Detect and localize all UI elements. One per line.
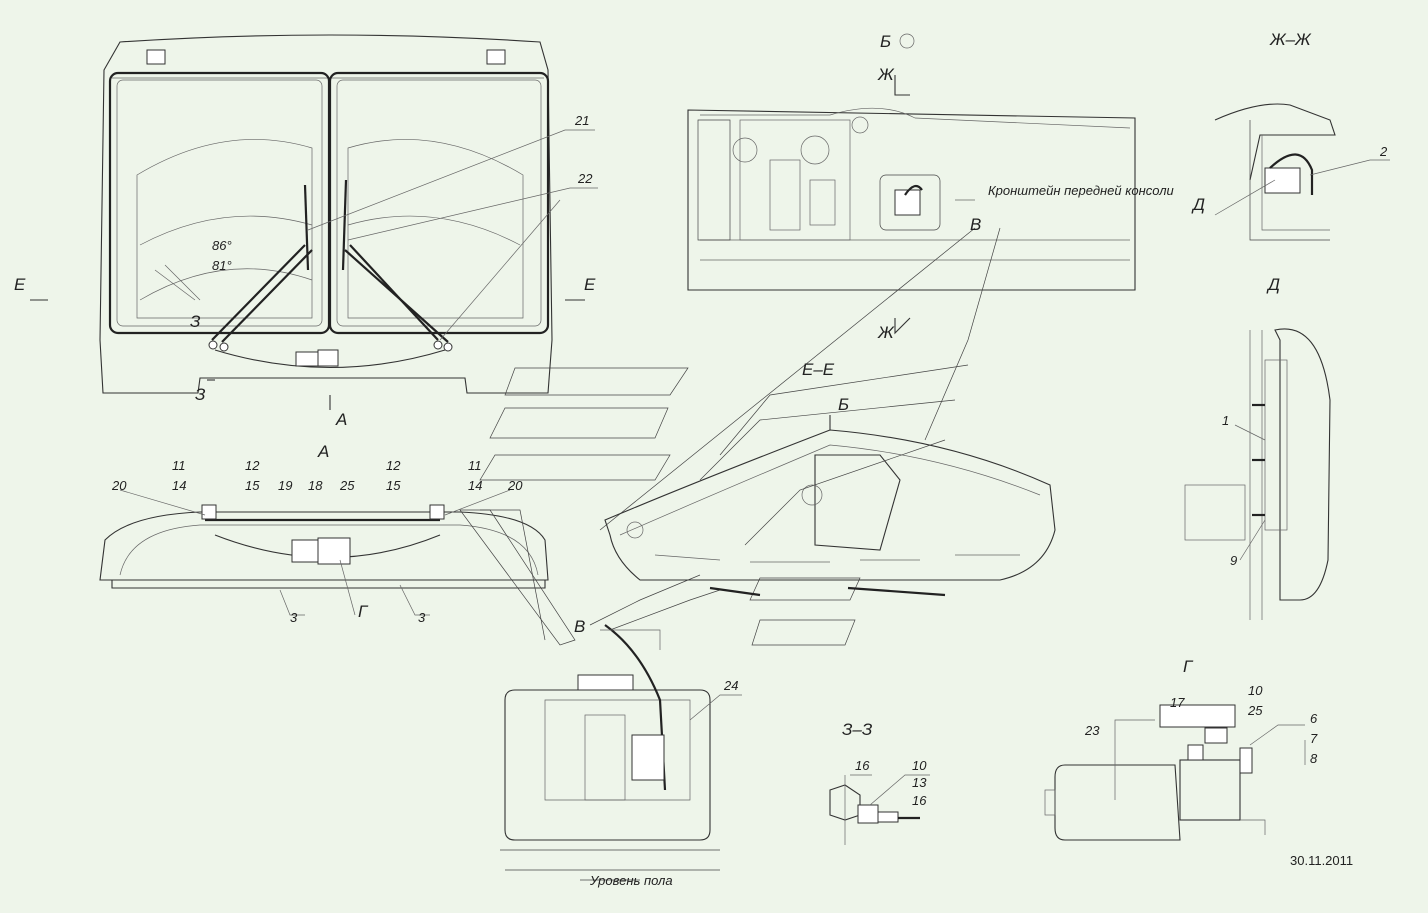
view-a-title: А — [317, 442, 329, 461]
section-zz-title: З–З — [842, 720, 873, 739]
view-v-bottom-label: В — [574, 617, 585, 636]
callout-14-right: 14 — [468, 478, 482, 493]
callout-22: 22 — [577, 171, 593, 186]
section-z-top-label: З — [190, 312, 201, 331]
callout-23: 23 — [1084, 723, 1100, 738]
section-z-bottom-label: З — [195, 385, 206, 404]
callout-21: 21 — [574, 113, 589, 128]
drawing-date: 30.11.2011 — [1290, 853, 1353, 868]
callout-13: 13 — [912, 775, 927, 790]
washer-tank: В 24 Уровень пола — [500, 617, 742, 888]
callout-24: 24 — [723, 678, 738, 693]
callout-20-left: 20 — [111, 478, 127, 493]
callout-17: 17 — [1170, 695, 1185, 710]
callout-19: 19 — [278, 478, 292, 493]
callout-11-left: 11 — [172, 458, 186, 473]
callout-3-left: 3 — [290, 610, 298, 625]
callout-14-left: 14 — [172, 478, 186, 493]
view-d-mark: Д — [1191, 195, 1205, 214]
view-d: Д 1 9 — [1184, 275, 1331, 620]
callout-3-right: 3 — [418, 610, 426, 625]
floor-level-note: Уровень пола — [589, 873, 673, 888]
callout-6: 6 — [1310, 711, 1318, 726]
angle-86-label: 86° — [212, 238, 232, 253]
callout-12-left: 12 — [245, 458, 260, 473]
callout-25-g: 25 — [1247, 703, 1263, 718]
view-g-motor: Г 23 17 10 25 6 7 8 — [1044, 657, 1318, 841]
section-zh-title: Ж–Ж — [1269, 30, 1312, 49]
section-zz: З–З 16 10 13 16 — [829, 720, 930, 845]
callout-25-left: 25 — [339, 478, 355, 493]
section-e-right-label: Е — [584, 275, 596, 294]
view-b-ee-label: Б — [838, 395, 849, 414]
callout-8: 8 — [1310, 751, 1318, 766]
view-b-label: Б — [880, 32, 891, 51]
view-v-panel-label: В — [970, 215, 981, 234]
callout-18: 18 — [308, 478, 323, 493]
windshield-front-view: Е Е З З А 86° 81° 21 22 — [14, 34, 598, 429]
view-a-mechanism: А 11 14 12 15 20 19 18 25 12 15 11 14 20… — [99, 442, 549, 625]
bracket-note: Кронштейн передней консоли — [988, 183, 1174, 198]
section-zh-zh: Ж–Ж 2 Д — [1191, 30, 1390, 241]
callout-2: 2 — [1379, 144, 1388, 159]
callout-1: 1 — [1222, 413, 1229, 428]
callout-11-right: 11 — [468, 458, 482, 473]
view-d-title: Д — [1266, 275, 1280, 294]
view-a-arrow-label: А — [335, 410, 347, 429]
section-zh-bottom-label: Ж — [877, 323, 895, 342]
callout-10-zz: 10 — [912, 758, 927, 773]
section-zh-top-label: Ж — [877, 65, 895, 84]
projection-bands — [459, 367, 861, 646]
callout-16-right: 16 — [912, 793, 927, 808]
callout-15-right: 15 — [386, 478, 401, 493]
dashboard-view-b: Б Ж Ж Кронштейн передней консоли В — [599, 32, 1174, 531]
view-g-title: Г — [1183, 657, 1194, 676]
angle-81-label: 81° — [212, 258, 232, 273]
callout-15-left: 15 — [245, 478, 260, 493]
view-g-mark: Г — [358, 602, 369, 621]
section-e-left-label: Е — [14, 275, 26, 294]
callout-10-g: 10 — [1248, 683, 1263, 698]
section-ee-title: Е–Е — [802, 360, 835, 379]
section-ee: Е–Е Б — [604, 360, 1056, 597]
callout-9: 9 — [1230, 553, 1237, 568]
callout-12-right: 12 — [386, 458, 401, 473]
callout-16-left: 16 — [855, 758, 870, 773]
callout-7: 7 — [1310, 731, 1318, 746]
callout-20-right: 20 — [507, 478, 523, 493]
